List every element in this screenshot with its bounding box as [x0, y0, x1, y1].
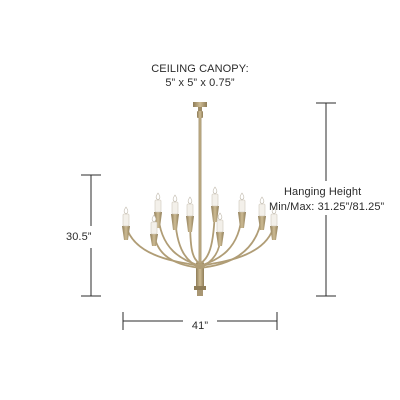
ceiling-canopy [193, 102, 207, 118]
height-dimension-label: 30.5” [66, 231, 92, 243]
hanging-height-title: Hanging Height [284, 186, 362, 198]
canopy-dimensions: 5” x 5” x 0.75” [165, 77, 235, 89]
width-dimension-label: 41” [191, 320, 209, 332]
height-dimension-line [81, 174, 101, 297]
candle-cups [122, 206, 278, 246]
hanging-height-range: Min/Max: 31.25”/81.25” [269, 201, 385, 213]
downrod [198, 118, 202, 268]
chandelier-illustration [122, 102, 278, 296]
width-dimension-line [122, 312, 278, 330]
candle-bulbs [123, 186, 277, 223]
hanging-height-dimension-line [316, 102, 336, 297]
candle-sleeves [122, 193, 278, 235]
canopy-title: CEILING CANOPY: [151, 63, 249, 75]
